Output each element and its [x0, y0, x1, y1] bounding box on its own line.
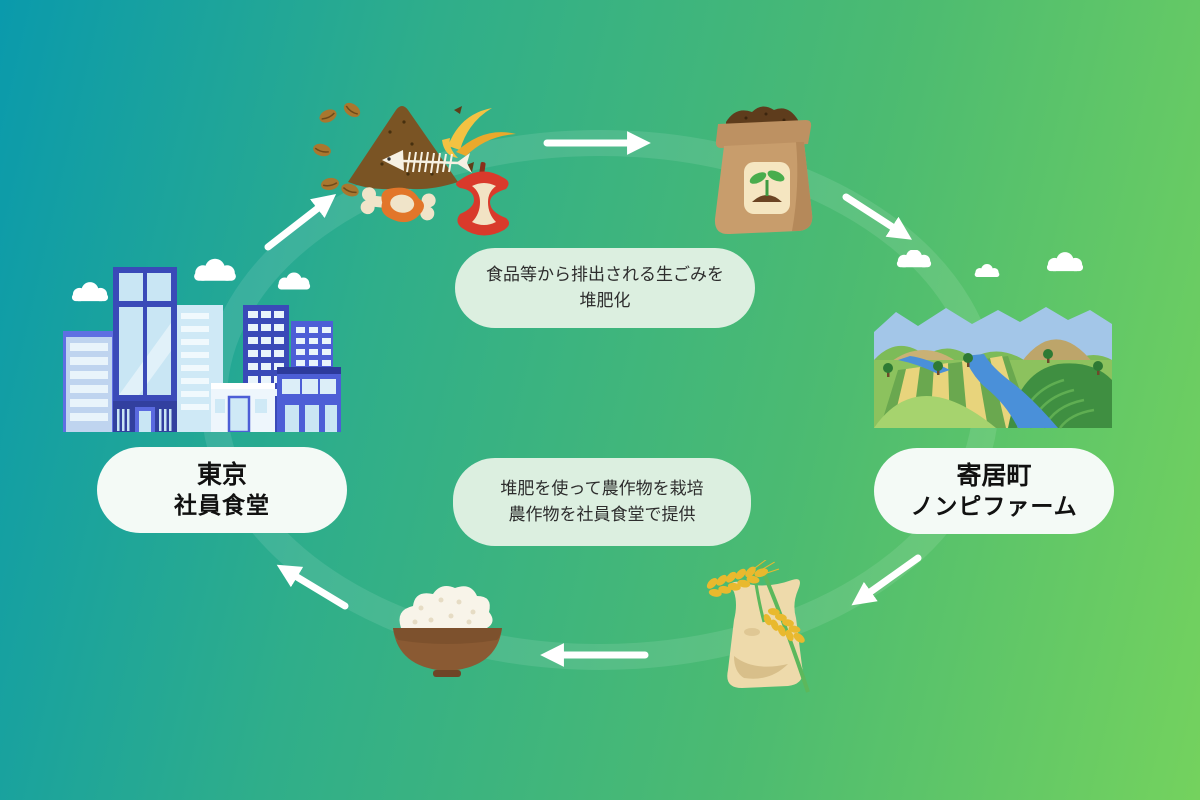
yorii-title: 寄居町 — [956, 460, 1032, 490]
rice-bowl-icon — [385, 578, 510, 680]
yorii-node-pill: 寄居町 ノンピファーム — [874, 448, 1114, 534]
tokyo-title: 東京 — [196, 459, 247, 489]
compost-callout: 食品等から排出される生ごみを 堆肥化 — [455, 248, 755, 328]
arrow-farm-to-ricebag — [851, 554, 922, 606]
tokyo-node-pill: 東京 社員食堂 — [97, 447, 347, 533]
compost-callout-line2: 堆肥化 — [579, 291, 631, 311]
food-waste-icon — [312, 92, 522, 237]
farming-callout-line1: 堆肥を使って農作物を栽培 — [500, 478, 704, 499]
tokyo-subtitle: 社員食堂 — [174, 493, 270, 520]
compost-callout-line1: 食品等から排出される生ごみを — [486, 264, 724, 285]
yorii-subtitle: ノンピファーム — [910, 494, 1078, 521]
farming-callout-line2: 農作物を社員食堂で提供 — [508, 505, 696, 525]
farming-callout: 堆肥を使って農作物を栽培 農作物を社員食堂で提供 — [453, 458, 751, 546]
tokyo-buildings-icon — [55, 257, 345, 432]
arrow-bowl-to-city — [276, 564, 349, 610]
farm-landscape-icon — [868, 250, 1118, 432]
compost-bag-icon — [700, 96, 825, 241]
arrow-compost-to-farm — [842, 193, 912, 240]
rice-bag-icon — [700, 560, 830, 702]
